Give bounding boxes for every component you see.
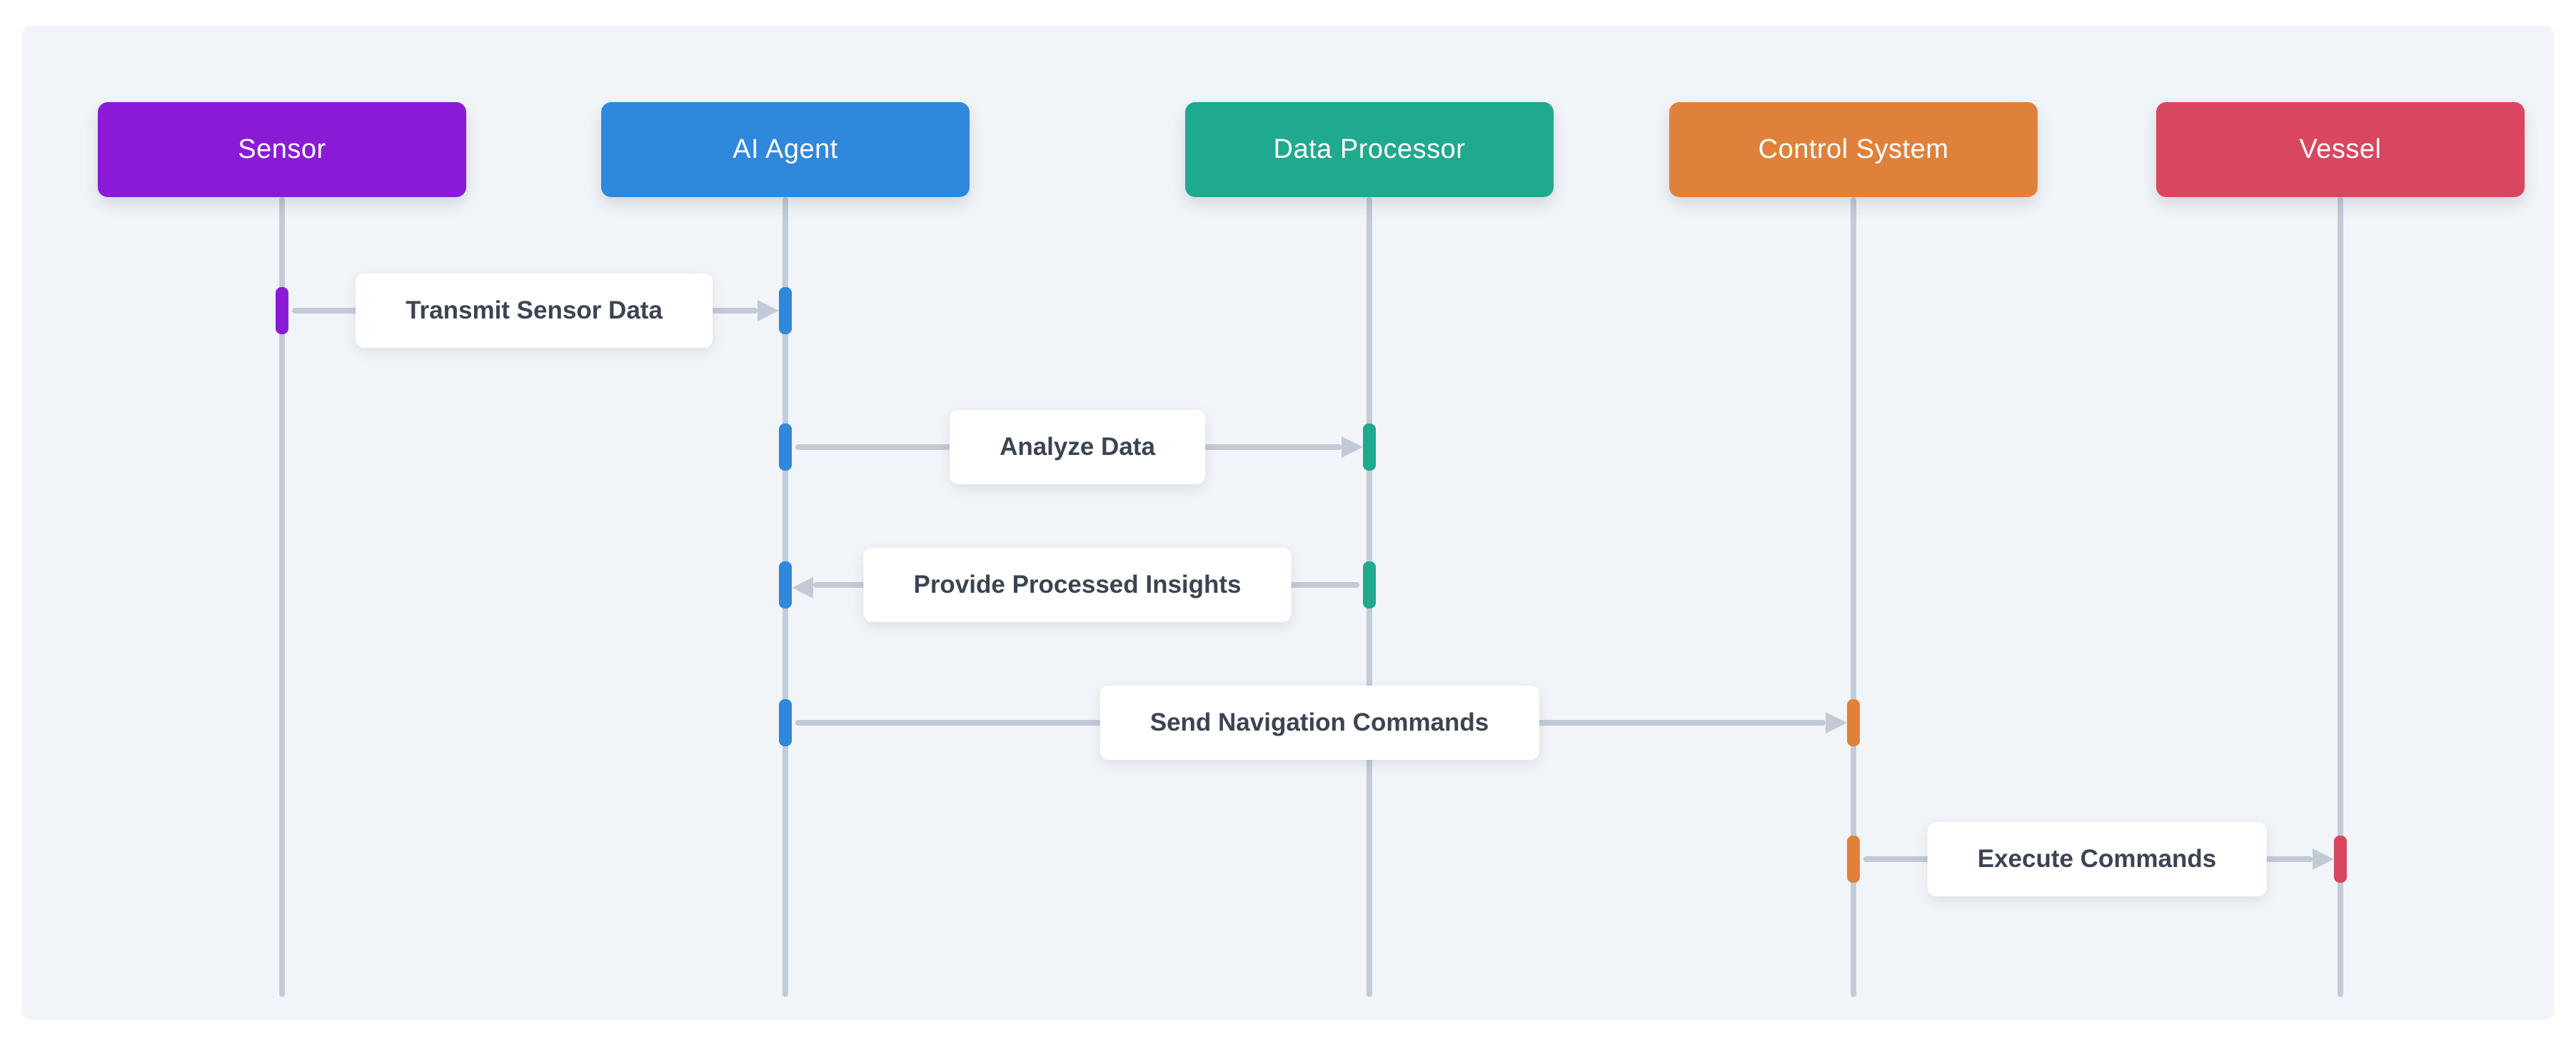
actor-box-data-processor: Data Processor — [1185, 102, 1554, 197]
actor-label-ai-agent: AI Agent — [733, 134, 838, 164]
arrowhead-left-icon — [792, 577, 813, 598]
diagram-panel: Transmit Sensor Data Analyze Data Provid… — [21, 26, 2555, 1020]
activation-bar-data-processor — [1363, 424, 1376, 471]
message-label: Transmit Sensor Data — [356, 274, 713, 348]
arrowhead-right-icon — [1342, 436, 1363, 458]
activation-bar-ai-agent — [779, 287, 792, 334]
message-label: Execute Commands — [1927, 822, 2267, 896]
message-label: Send Navigation Commands — [1100, 686, 1539, 760]
arrowhead-right-icon — [2313, 848, 2334, 870]
message-label: Analyze Data — [950, 410, 1205, 484]
arrowhead-right-icon — [1826, 712, 1847, 733]
actor-box-control-system: Control System — [1669, 102, 2038, 197]
activation-bar-control-system — [1847, 699, 1860, 746]
activation-bar-sensor — [276, 287, 288, 334]
actor-box-sensor: Sensor — [98, 102, 466, 197]
lifeline-vessel — [2338, 197, 2343, 997]
arrowhead-right-icon — [758, 300, 779, 321]
actor-box-ai-agent: AI Agent — [601, 102, 970, 197]
activation-bar-ai-agent — [779, 424, 792, 471]
activation-bar-ai-agent — [779, 699, 792, 746]
lifeline-control-system — [1851, 197, 1856, 997]
message-label: Provide Processed Insights — [863, 548, 1292, 622]
actor-label-sensor: Sensor — [238, 134, 326, 164]
activation-bar-vessel — [2334, 836, 2347, 883]
activation-bar-data-processor — [1363, 561, 1376, 608]
actor-label-control-system: Control System — [1758, 134, 1949, 164]
actor-box-vessel: Vessel — [2156, 102, 2525, 197]
activation-bar-ai-agent — [779, 561, 792, 608]
activation-bar-control-system — [1847, 836, 1860, 883]
actor-label-data-processor: Data Processor — [1273, 134, 1466, 164]
actor-label-vessel: Vessel — [2299, 134, 2382, 164]
lifeline-sensor — [279, 197, 285, 997]
